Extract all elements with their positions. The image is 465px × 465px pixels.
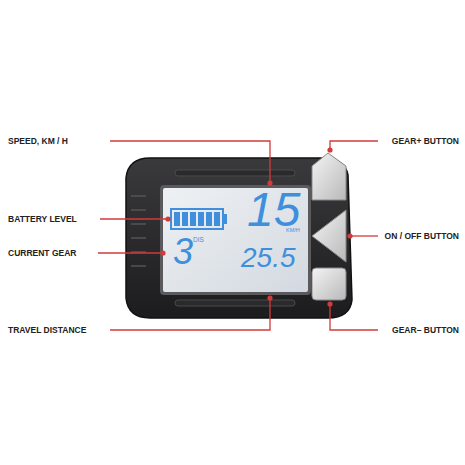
callout-label: CURRENT GEAR [8, 247, 76, 259]
lcd-readout: 15KM/H DIS3 25.5 [163, 188, 308, 292]
callout-label: ON / OFF BUTTON [385, 230, 459, 242]
callout-label: BATTERY LEVEL [8, 213, 77, 225]
lcd-digits: 25.5 [241, 244, 296, 272]
callout-label: SPEED, KM / H [8, 135, 68, 147]
grooves [131, 196, 146, 266]
slot [175, 300, 295, 306]
lcd-unit: KM/H [286, 228, 300, 234]
leader-dots [160, 147, 352, 306]
lcd-digits: 3 [173, 234, 193, 270]
battery-icon [171, 209, 227, 229]
gear-minus-button [312, 268, 346, 300]
lcd-unit: DIS [193, 237, 204, 244]
gear-plus-button [312, 153, 346, 200]
callout-label: GEAR– BUTTON [392, 324, 459, 336]
slot [175, 170, 295, 176]
callout-label: GEAR+ BUTTON [392, 135, 459, 147]
leader-lines [98, 141, 378, 330]
lcd-bezel [160, 185, 311, 295]
lcd-digits: 15 [247, 186, 300, 234]
callout-label: TRAVEL DISTANCE [8, 324, 86, 336]
on-off-button [312, 210, 346, 262]
